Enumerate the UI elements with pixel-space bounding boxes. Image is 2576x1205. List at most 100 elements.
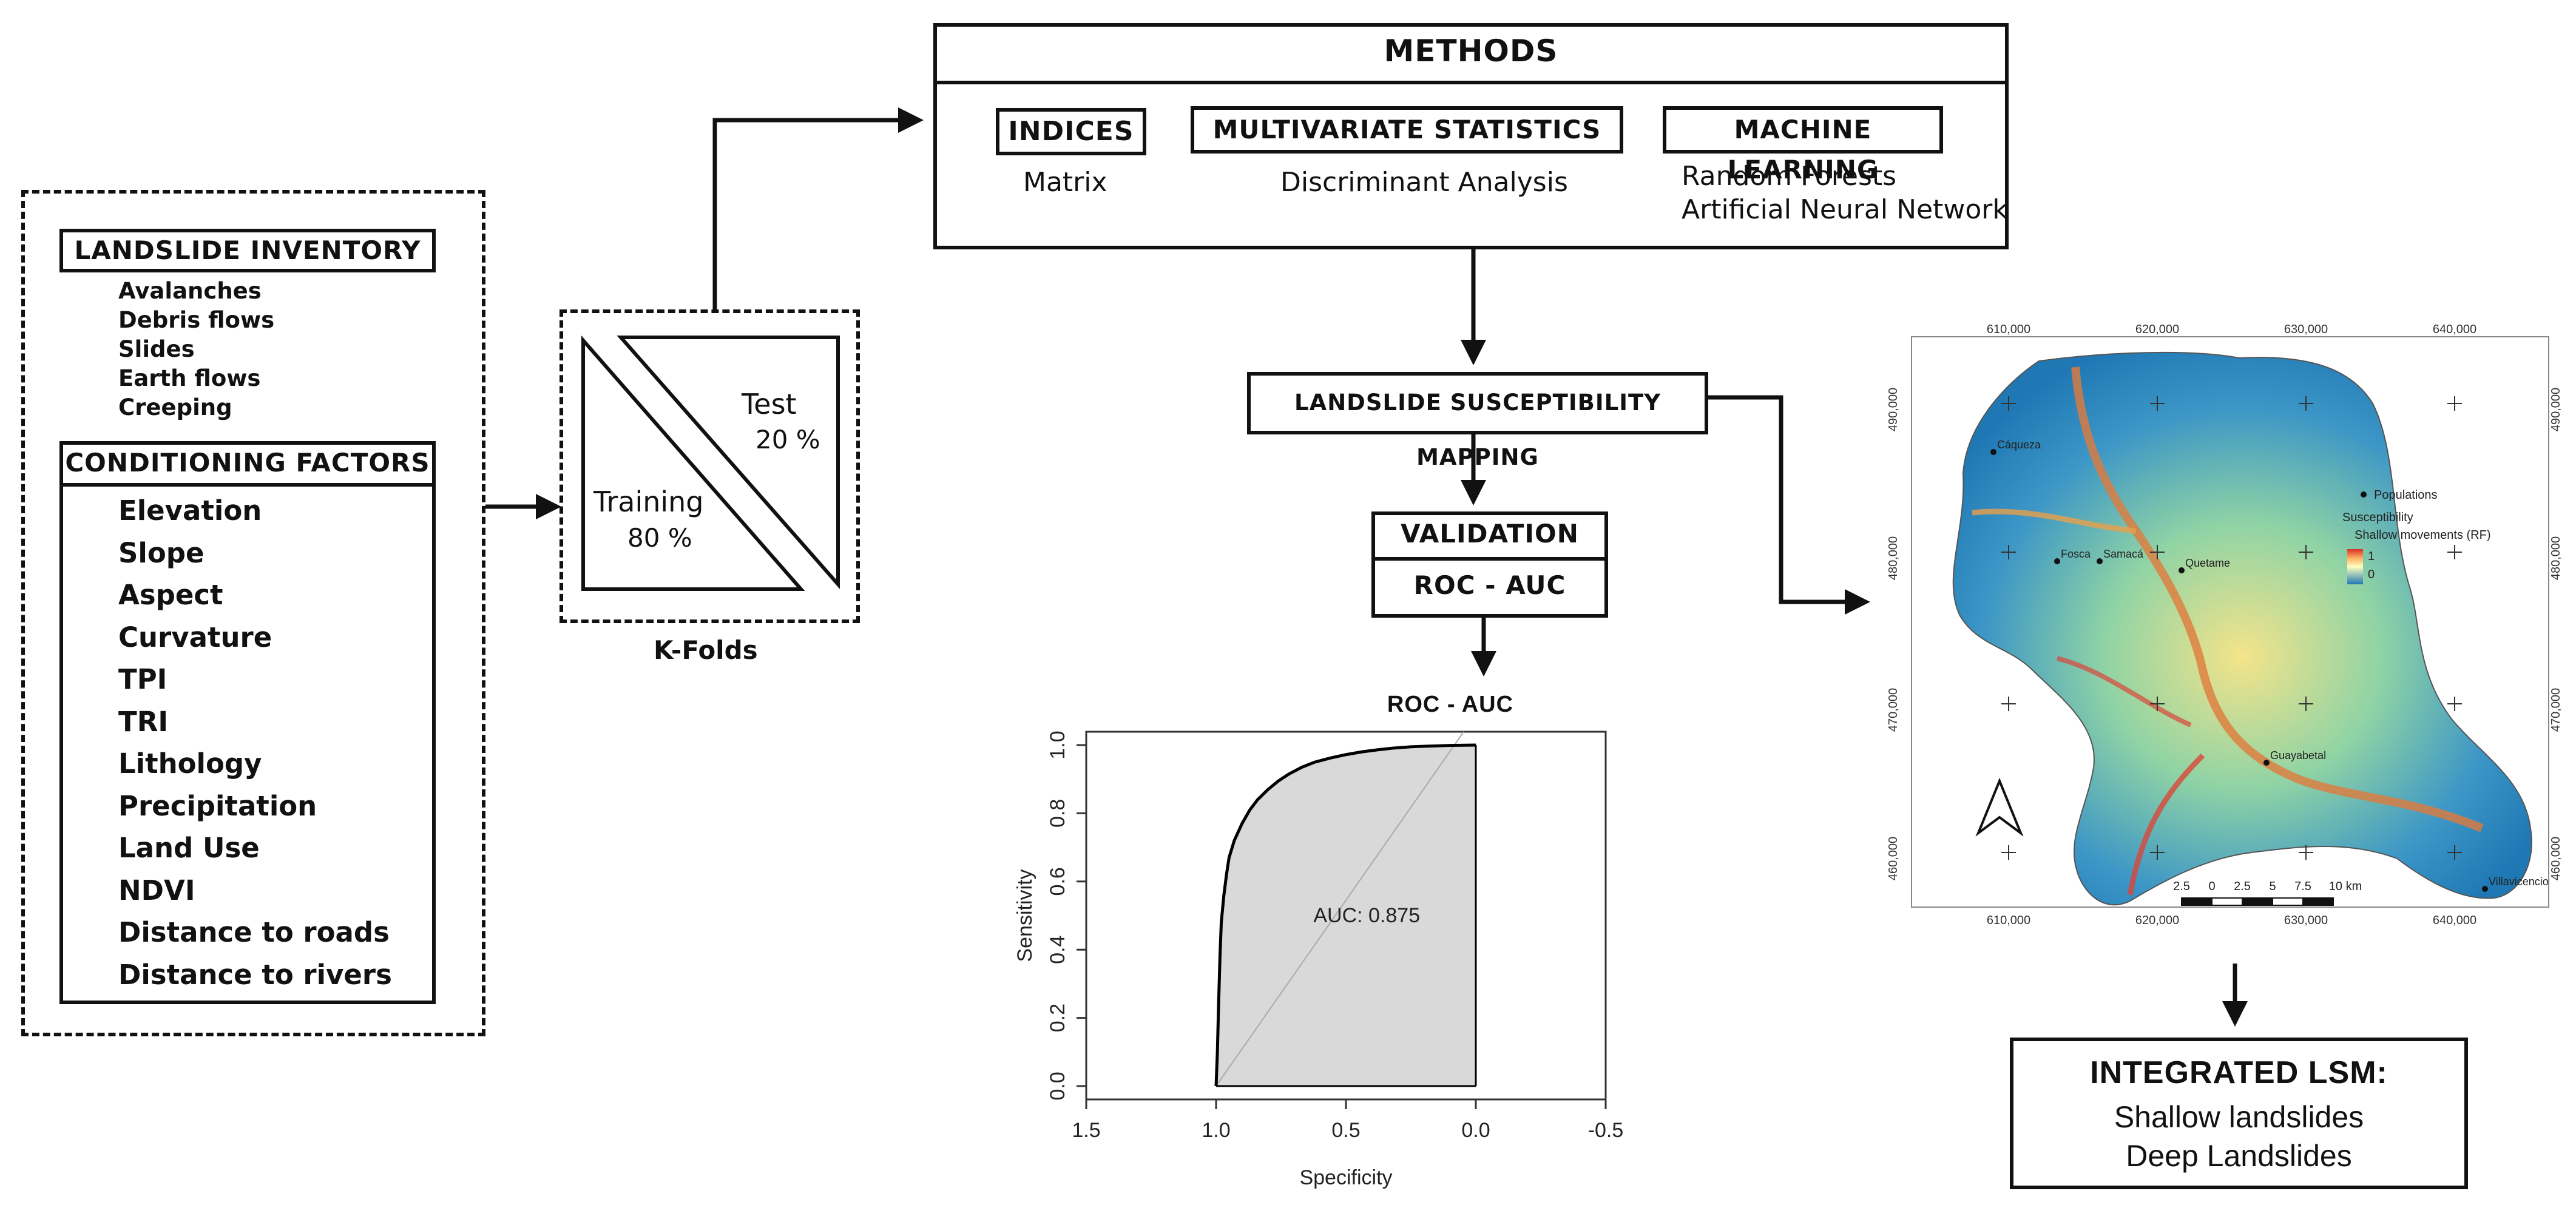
map-y-tick: 480,000 <box>1887 536 1900 580</box>
y-tick-label: 0.6 <box>1046 867 1069 896</box>
place-marker <box>2179 567 2185 573</box>
integrated-box <box>2010 1038 2468 1189</box>
x-tick-label: -0.5 <box>1588 1119 1624 1142</box>
x-tick-label: 1.5 <box>1072 1119 1100 1142</box>
place-marker <box>1990 449 1996 455</box>
training-pct: 80 % <box>627 523 692 553</box>
indices-title: INDICES <box>996 108 1146 155</box>
x-axis-label: Specificity <box>1299 1166 1392 1189</box>
y-axis-label: Sensitivity <box>1013 869 1036 962</box>
training-label: Training <box>593 485 704 518</box>
factors-title: CONDITIONING FACTORS <box>65 448 430 478</box>
scale-segment <box>2242 897 2273 906</box>
inventory-item: Slides <box>118 336 195 362</box>
inventory-item: Earth flows <box>118 365 261 391</box>
inputs-group <box>21 190 485 1036</box>
place-marker <box>2054 558 2060 564</box>
map-x-tick: 610,000 <box>1987 323 2030 336</box>
place-label: Fosca <box>2061 548 2091 560</box>
roc-curve <box>1214 743 1476 1087</box>
scale-label: 7.5 <box>2294 880 2311 893</box>
place-label: Villavicencio <box>2489 876 2549 888</box>
scale-segment <box>2272 897 2304 906</box>
river-branch <box>1972 508 2137 534</box>
legend-min: 0 <box>2368 568 2375 581</box>
diagonal-reference <box>1215 731 1464 1087</box>
validation-box <box>1371 511 1608 618</box>
legend-subtitle: Shallow movements (RF) <box>2355 528 2491 542</box>
kfolds-label: K-Folds <box>654 635 758 665</box>
map-y-tick: 490,000 <box>1887 388 1900 431</box>
y-tick-label: 1.0 <box>1046 731 1069 759</box>
ml-title: MACHINE LEARNING <box>1663 106 1943 184</box>
map-y-tick: 490,000 <box>2549 388 2563 431</box>
map-x-tick: 610,000 <box>1987 914 2030 927</box>
methods-title: METHODS <box>1384 33 1558 69</box>
river-branch <box>2127 753 2205 896</box>
factor-item: Elevation <box>118 494 262 527</box>
kfolds-split <box>581 336 840 591</box>
map-y-tick: 480,000 <box>2549 536 2563 580</box>
place-marker <box>2263 760 2270 766</box>
scale-label: 0 <box>2208 880 2215 893</box>
map-y-tick: 470,000 <box>2549 688 2563 732</box>
river-branch <box>2057 656 2192 727</box>
legend-title: Susceptibility <box>2342 511 2413 524</box>
factor-item: Slope <box>118 536 205 569</box>
map-x-tick: 620,000 <box>2135 323 2179 336</box>
validation-title: VALIDATION <box>1401 519 1579 548</box>
y-tick-label: 0.4 <box>1046 936 1069 964</box>
scale-label: 5 <box>2269 880 2276 893</box>
scale-segment <box>2181 897 2213 906</box>
map-y-tick: 470,000 <box>1887 688 1900 732</box>
factors-box <box>59 441 436 1004</box>
x-tick-label: 1.0 <box>1202 1119 1230 1142</box>
legend-colorbar <box>2347 549 2363 584</box>
factor-item: Precipitation <box>118 789 317 822</box>
integrated-item-deep: Deep Landslides <box>2126 1139 2352 1173</box>
map-x-tick: 630,000 <box>2284 323 2328 336</box>
test-triangle <box>617 336 840 589</box>
ml-item-ann: Artificial Neural Network <box>1682 194 2008 225</box>
scale-label: 2.5 <box>2173 880 2190 893</box>
scale-label: 2.5 <box>2234 880 2251 893</box>
factor-item: TPI <box>118 663 167 695</box>
y-tick-label: 0.8 <box>1046 799 1069 828</box>
validation-subtitle: ROC - AUC <box>1413 570 1566 600</box>
factor-item: Curvature <box>118 621 272 653</box>
place-marker <box>2482 886 2488 892</box>
methods-title-rule <box>933 81 2009 84</box>
place-label: Quetame <box>2185 557 2230 569</box>
kfolds-group <box>559 309 860 623</box>
indices-item: Matrix <box>1023 167 1107 198</box>
map-x-tick: 640,000 <box>2433 914 2476 927</box>
inventory-item: Debris flows <box>118 307 275 333</box>
multivariate-item: Discriminant Analysis <box>1280 167 1568 198</box>
inventory-title: LANDSLIDE INVENTORY <box>59 229 436 272</box>
y-tick-label: 0.2 <box>1046 1004 1069 1032</box>
auc-area <box>1216 745 1476 1086</box>
legend-population-marker <box>2361 491 2367 498</box>
arrow-kfolds-methods <box>712 107 924 309</box>
basin-area <box>1952 351 2532 906</box>
validation-rule <box>1371 557 1608 561</box>
map-x-tick: 620,000 <box>2135 914 2179 927</box>
arrow-mapping-map <box>1708 395 1870 615</box>
river-main <box>2071 366 2484 832</box>
scale-label: 10 km <box>2329 880 2362 893</box>
integrated-item-shallow: Shallow landslides <box>2114 1100 2364 1134</box>
factor-item: TRI <box>118 705 169 738</box>
mapping-box: LANDSLIDE SUSCEPTIBILITY MAPPING <box>1247 372 1708 470</box>
place-label: Samacá <box>2103 548 2144 560</box>
susceptibility-map: 610,000 610,000 620,000 620,000 630,000 630,0… <box>1887 323 2563 927</box>
x-tick-label: 0.5 <box>1331 1119 1360 1142</box>
map-x-tick: 630,000 <box>2284 914 2328 927</box>
north-arrow-icon <box>1975 777 2024 837</box>
factor-item: Distance to roads <box>118 916 390 948</box>
multivariate-title: MULTIVARIATE STATISTICS <box>1191 106 1623 154</box>
factor-item: Lithology <box>118 748 262 780</box>
ml-item-rf: Random Forests <box>1682 161 1897 192</box>
legend-populations: Populations <box>2374 488 2438 502</box>
